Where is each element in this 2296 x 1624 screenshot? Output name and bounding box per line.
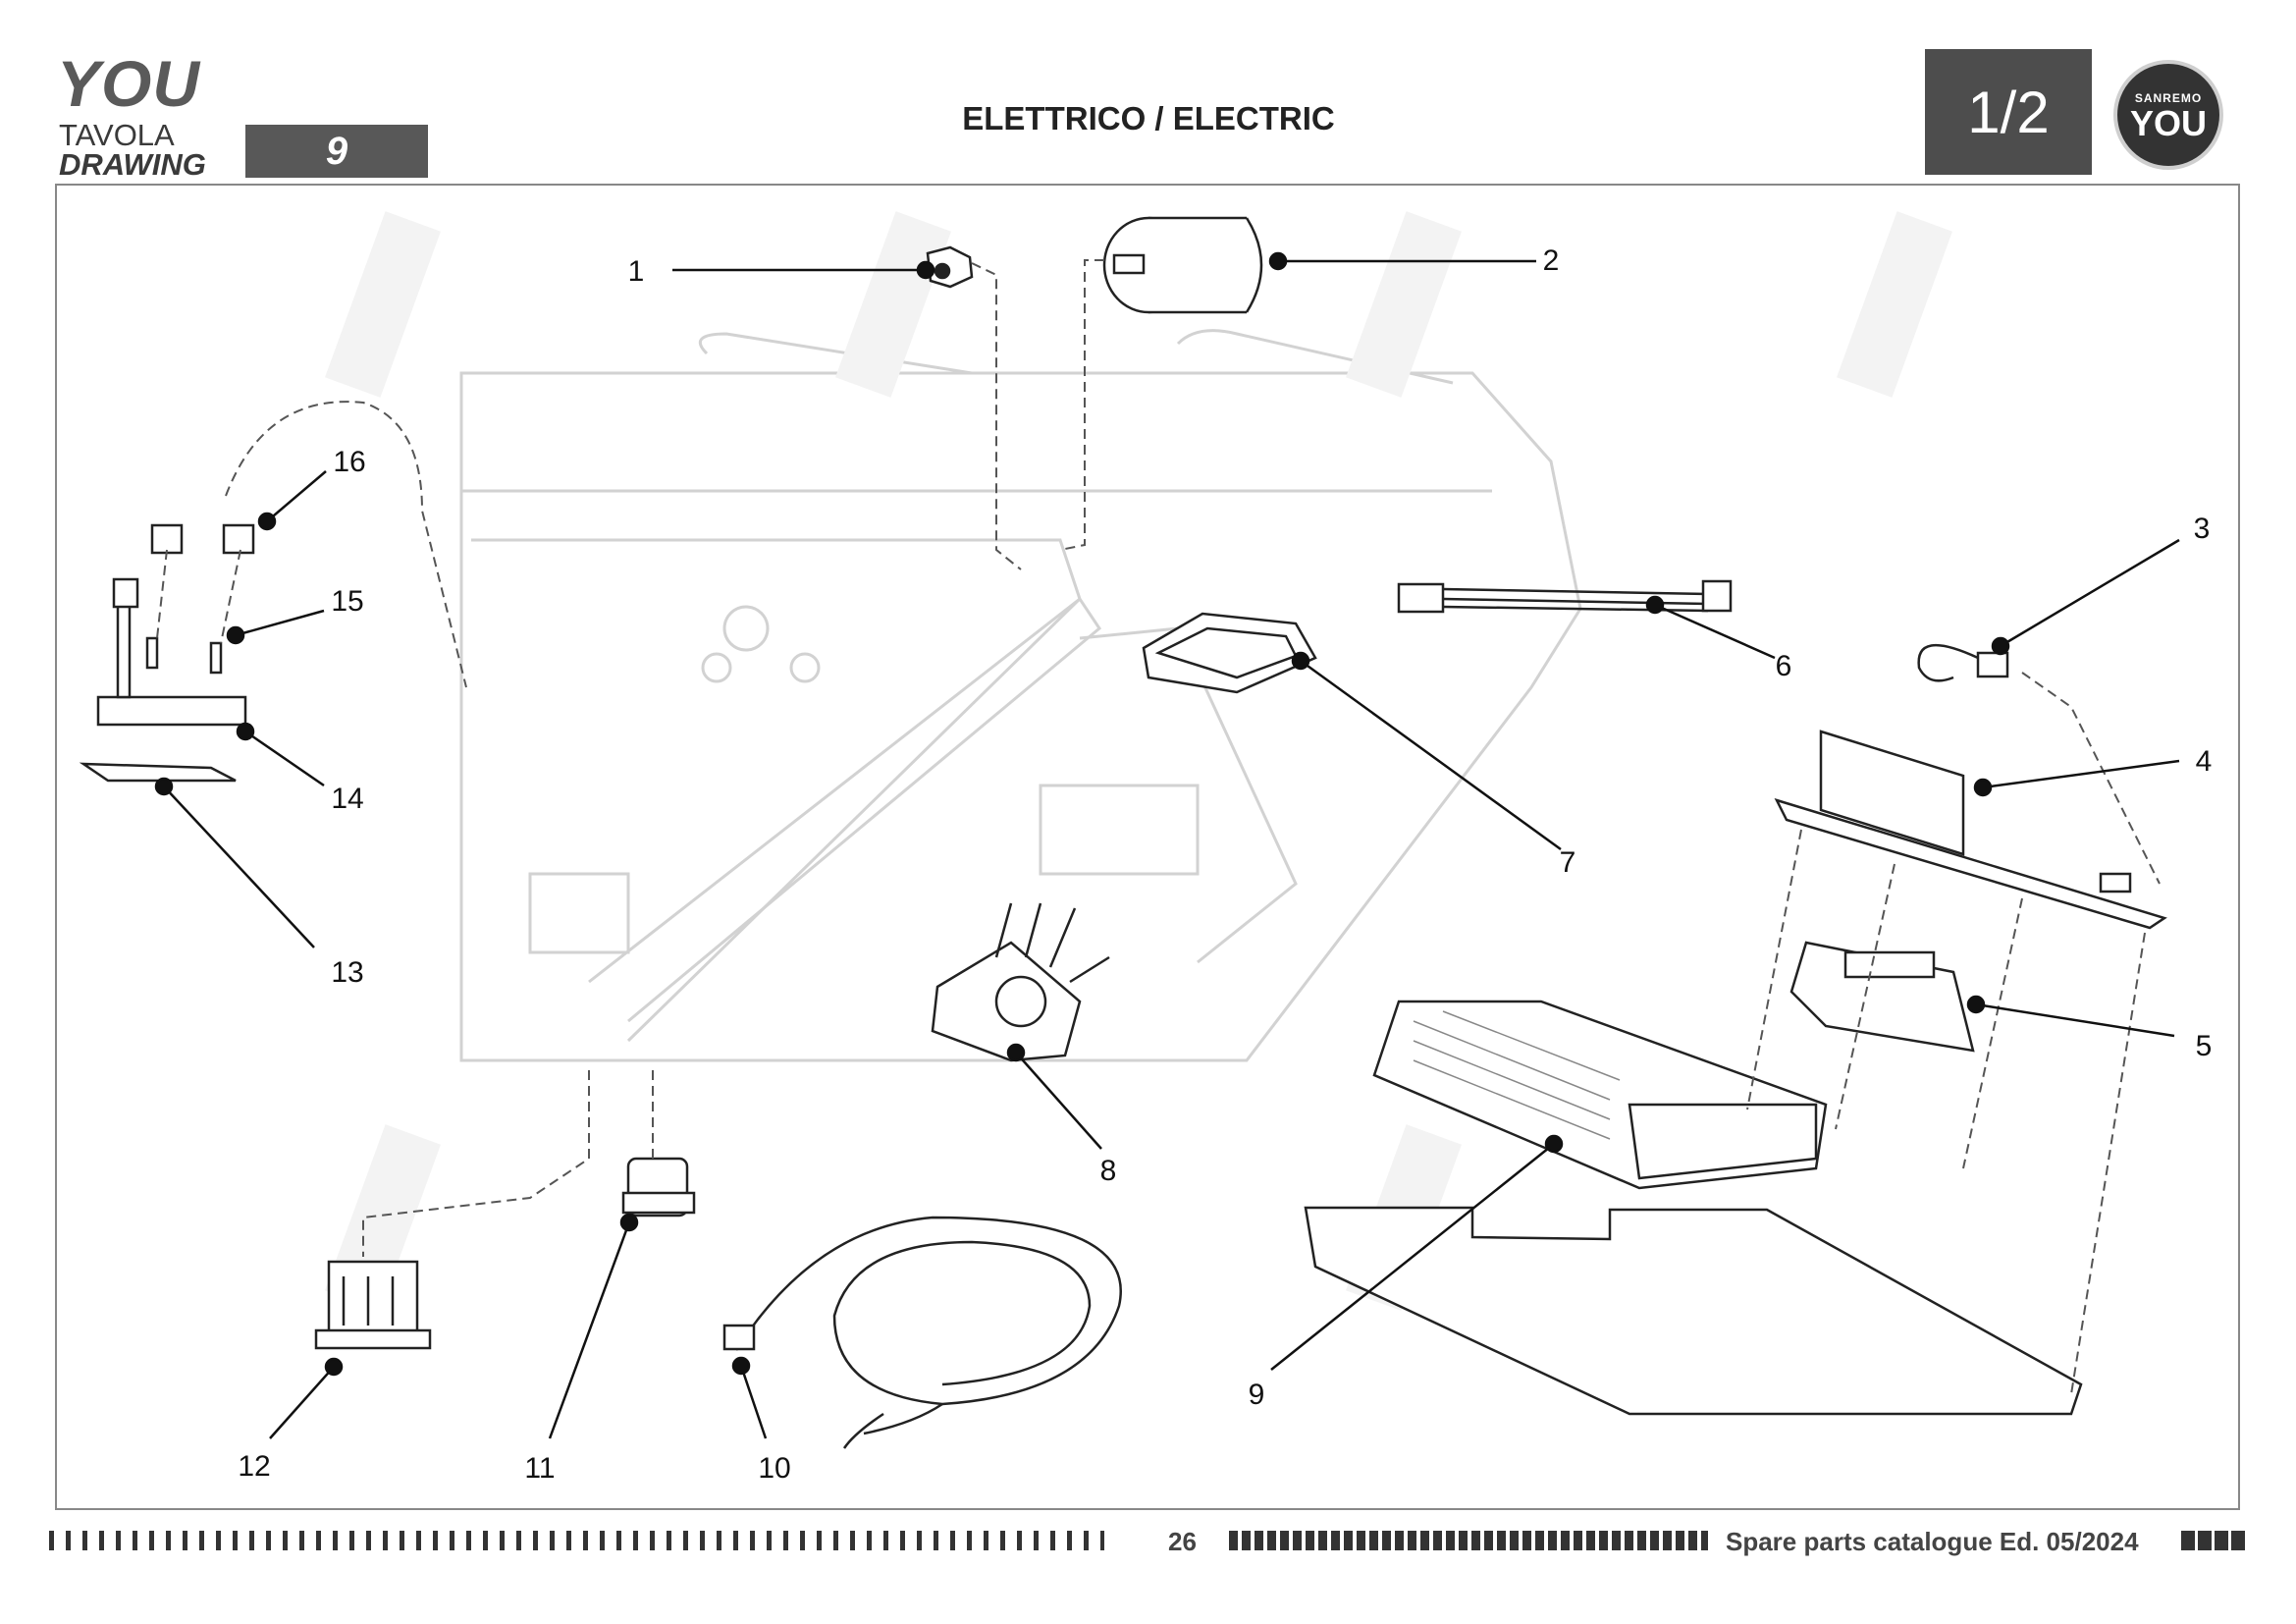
drawing-label: DRAWING [59,147,206,182]
callout-3: 3 [2194,513,2211,545]
callout-5: 5 [2196,1030,2213,1062]
logo-small-text: SANREMO [2134,91,2203,105]
part-8-bracket-screws [931,902,1110,1062]
part-16-clips [150,523,255,555]
part-1-nut [926,245,974,289]
part-15-screws [145,636,223,675]
callout-10: 10 [758,1452,790,1485]
callout-2: 2 [1543,244,1560,277]
callout-8: 8 [1100,1155,1117,1187]
brand-logo: SANREMO YOU [2113,60,2223,170]
part-6-wire-harness [1397,579,1733,614]
drawing-frame [55,184,2240,1510]
callout-6: 6 [1776,650,1792,682]
part-2-motor [1102,216,1263,314]
callout-16: 16 [333,446,365,478]
part-10-sensor-cable [722,1216,1122,1449]
callout-4: 4 [2196,745,2213,778]
callout-7: 7 [1560,846,1576,879]
part-14-base [96,577,247,727]
callout-numbers: 1 2 3 4 5 6 7 8 9 10 11 12 13 14 15 16 [238,244,2212,1485]
tavola-label: TAVOLA [59,118,175,152]
machine-ghost-outline [459,329,1582,1062]
leader-lines [154,251,2180,1439]
assembly-dashed-lines [156,259,2161,1395]
footer-ticks-left [49,1531,1104,1550]
part-13-gasket [79,762,237,783]
model-name: YOU [57,47,201,120]
callout-14: 14 [331,783,363,815]
footer-ticks-middle [1227,1531,1708,1550]
footer-catalogue: Spare parts catalogue Ed. 05/2024 [1726,1527,2139,1556]
callout-1: 1 [628,255,645,288]
footer: 26 Spare parts catalogue Ed. 05/2024 [49,1525,2248,1558]
footer-page-number: 26 [1168,1527,1197,1556]
footer-ticks-right [2181,1531,2245,1550]
logo-big-text: YOU [2129,103,2207,143]
callout-11: 11 [524,1452,555,1485]
part-11-switch [621,1157,696,1218]
part-12-socket [314,1260,432,1350]
callout-12: 12 [238,1450,270,1483]
page-title: ELETTRICO / ELECTRIC [962,100,1335,136]
part-3-cable-connector [1917,643,2009,682]
callout-9: 9 [1249,1379,1265,1411]
part-7-cover [1142,612,1317,694]
callout-13: 13 [331,956,363,989]
callout-15: 15 [331,585,363,618]
part-4-board-plate [1774,730,2167,930]
part-9-vent-pattern [1413,1010,1621,1140]
part-5-control-module [1789,941,1975,1053]
part-9-power-supply [1304,1000,2083,1416]
table-number: 9 [245,125,428,178]
page-indicator: 1/2 [1925,49,2092,175]
